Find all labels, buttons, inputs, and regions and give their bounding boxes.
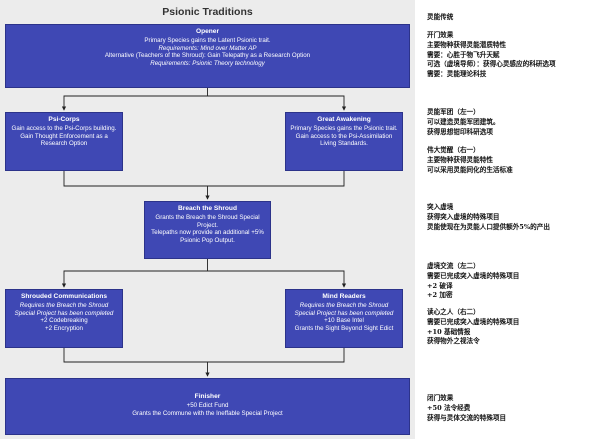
- note-block: 灵能传统: [427, 13, 600, 23]
- note-line: +2 加密: [427, 291, 453, 300]
- connector-psicorps-breach: [63, 171, 210, 200]
- note-line: 读心之人（右二）: [427, 308, 480, 316]
- note-line: 伟大觉醒（右一）: [427, 146, 480, 154]
- node-line: +10 Base Intel: [324, 317, 364, 325]
- node-line: Primary Species gains the Psionic trait.: [290, 125, 398, 132]
- note-line: 需要已完成突入虚境的特殊项目: [427, 317, 520, 326]
- node-line: Alternative (Teachers of the Shroud): Ga…: [104, 52, 311, 60]
- connector-shrouded-finisher: [63, 348, 210, 377]
- node-name: Opener: [195, 28, 220, 35]
- connector-layer: [61, 88, 347, 377]
- node-name: Great Awakening: [317, 116, 371, 123]
- note-line: 可选（虚境导师）：获得心灵感应的科研选项: [427, 60, 556, 69]
- node-line: Requires the Breach the Shroud Special P…: [14, 302, 114, 317]
- note-block: 灵能军团（左一）可以建造灵能军团建筑。获得思想钳印科研选项: [427, 108, 600, 137]
- node-line: Requirements: Mind over Matter AP: [158, 44, 257, 52]
- connector-breach-right: [207, 270, 347, 288]
- node-line: Grants the Sight Beyond Sight Edict: [294, 324, 394, 332]
- connector-breach-split: [61, 259, 208, 288]
- chinese-notes-panel: 灵能传统 开门效果主要物种获得灵能潜质特性需要：心胜于物飞升天赋可选（虚境导师）…: [415, 0, 600, 439]
- connector-opener-split: [61, 88, 208, 111]
- note-line: 需要已完成突入虚境的特殊项目: [427, 271, 520, 280]
- node-line: Primary Species gains the Latent Psionic…: [144, 37, 271, 44]
- note-block: 读心之人（右二）需要已完成突入虚境的特殊项目+10 基础情报获得物外之视法令: [427, 308, 600, 347]
- node-name: Finisher: [194, 393, 221, 400]
- note-block: 开门效果主要物种获得灵能潜质特性需要：心胜于物飞升天赋可选（虚境导师）：获得心灵…: [427, 31, 600, 80]
- note-line: 灵能军团（左一）: [427, 108, 480, 116]
- note-line: 可以建造灵能军团建筑。: [427, 117, 500, 126]
- note-block: 突入虚境获得突入虚境的特殊项目灵能使现在为灵能人口提供额外5%的产出: [427, 203, 600, 232]
- node-name: Breach the Shroud: [178, 205, 237, 212]
- note-line: 闭门效果: [427, 394, 454, 402]
- node-line: Requirements: Psionic Theory technology: [150, 59, 265, 67]
- note-block: 虚境交流（左二）需要已完成突入虚境的特殊项目+2 破译+2 加密: [427, 262, 600, 301]
- note-line: 灵能使现在为灵能人口提供额外5%的产出: [427, 222, 550, 231]
- node-line: Telepaths now provide an additional +5% …: [151, 229, 264, 244]
- note-line: +10 基础情报: [427, 327, 471, 336]
- note-line: +2 破译: [427, 281, 453, 290]
- note-line: +50 法令经费: [427, 403, 471, 412]
- note-line: 获得物外之视法令: [427, 337, 480, 346]
- node-line: Grants the Commune with the Ineffable Sp…: [132, 409, 283, 417]
- note-line: 可以采用灵能同化的生活标准: [427, 165, 513, 174]
- node-line: Requires the Breach the Shroud Special P…: [294, 302, 394, 317]
- note-line: 开门效果: [427, 31, 454, 39]
- node-line: Gain access to the Psi-Assimilation Livi…: [295, 132, 393, 148]
- node-name: Mind Readers: [322, 293, 366, 300]
- node-line: Gain access to the Psi-Corps building.: [11, 125, 117, 132]
- note-line: 获得突入虚境的特殊项目: [427, 212, 500, 221]
- note-line: 获得思想钳印科研选项: [427, 127, 493, 136]
- note-block: 伟大觉醒（右一）主要物种获得灵能特性可以采用灵能同化的生活标准: [427, 146, 600, 175]
- node-line: +2 Encryption: [44, 324, 83, 332]
- note-block: 闭门效果+50 法令经费获得与灵体交流的特殊项目: [427, 394, 600, 423]
- node-line: Grants the Breach the Shroud Special Pro…: [155, 214, 260, 229]
- connector-awakening-breach: [207, 171, 345, 187]
- node-line: +2 Codebreaking: [40, 317, 88, 325]
- note-line: 突入虚境: [427, 203, 454, 211]
- node-name: Shrouded Communications: [20, 293, 108, 300]
- node-line: +50 Edict Fund: [186, 402, 229, 409]
- note-line: 主要物种获得灵能潜质特性: [427, 40, 507, 49]
- note-line: 需要：心胜于物飞升天赋: [427, 50, 500, 59]
- note-line: 需要：灵能理论科技: [427, 70, 487, 79]
- note-line: 灵能传统: [427, 13, 454, 21]
- note-line: 获得与灵体交流的特殊项目: [427, 413, 507, 422]
- note-line: 主要物种获得灵能特性: [427, 155, 493, 164]
- connector-opener-right: [207, 95, 347, 111]
- node-line: Gain Thought Enforcement as a Research O…: [20, 132, 108, 148]
- node-name: Psi-Corps: [48, 116, 80, 123]
- diagram-title: Psionic Traditions: [162, 6, 253, 18]
- note-line: 虚境交流（左二）: [427, 262, 480, 270]
- connector-mindreaders-finisher: [207, 348, 345, 363]
